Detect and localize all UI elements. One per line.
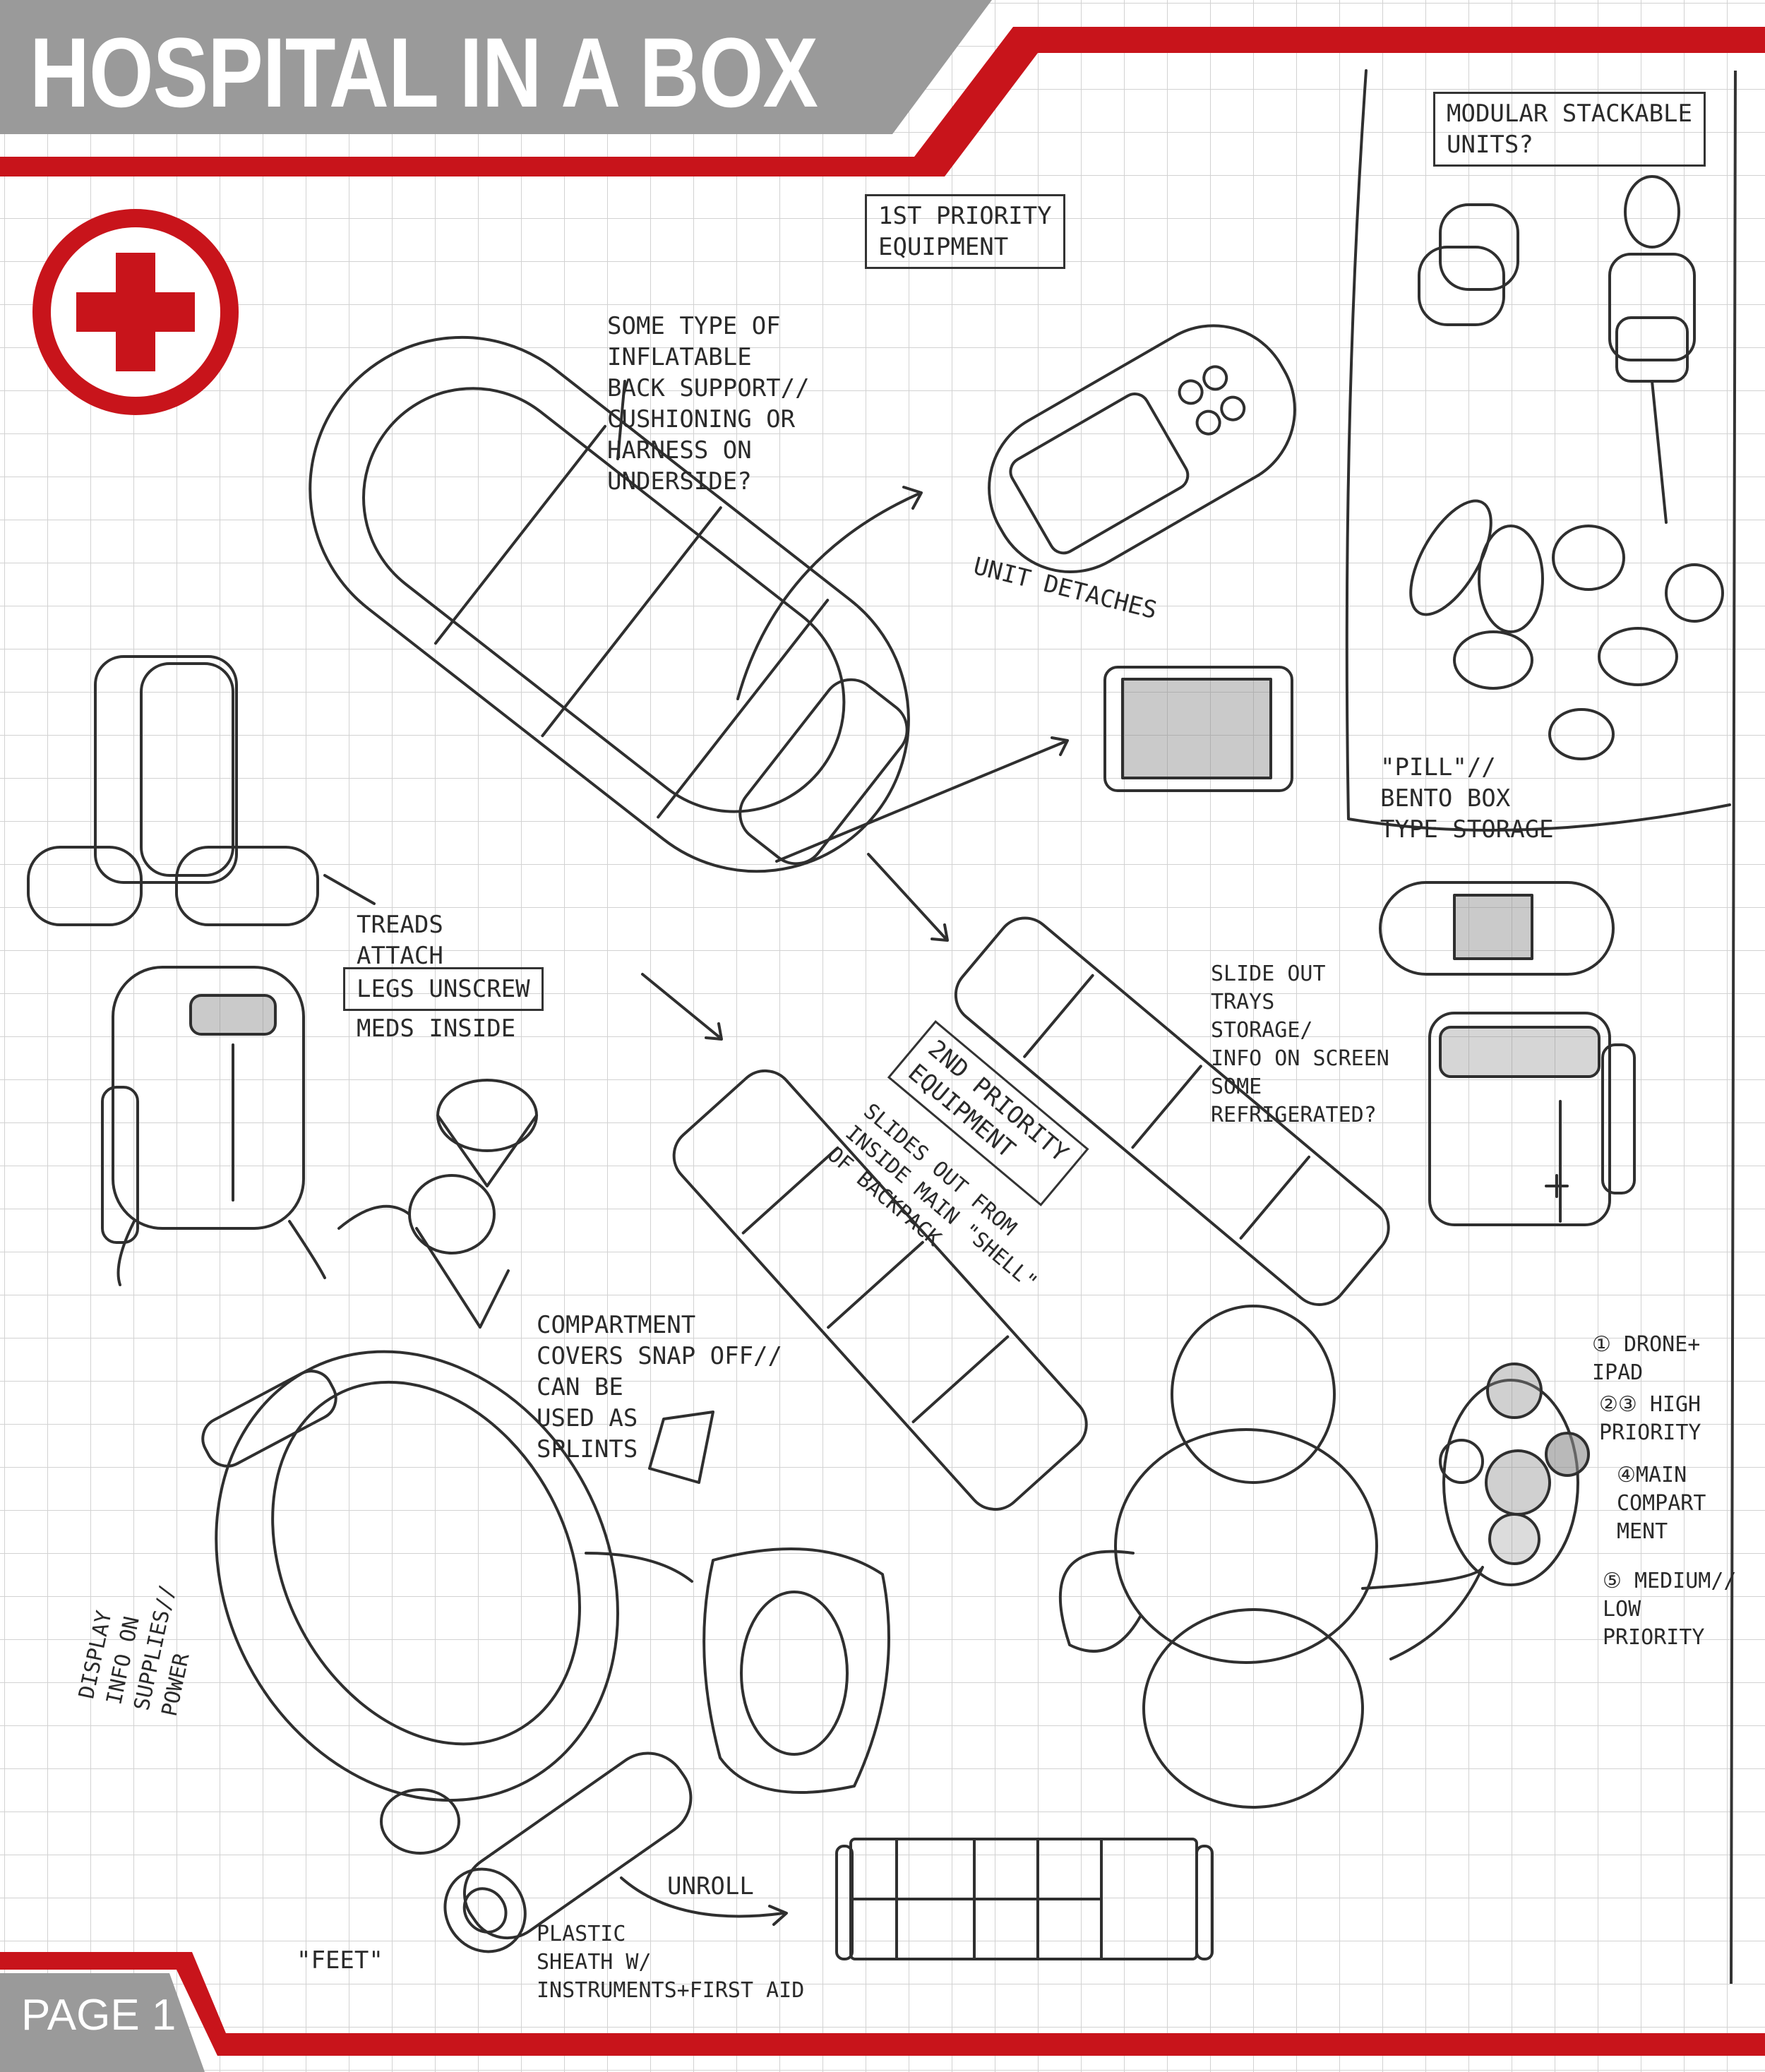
- header-red-stripe: [0, 27, 1765, 176]
- note-meds-inside: MEDS INSIDE: [357, 1014, 516, 1043]
- note-plastic-sheath: PLASTIC SHEATH W/ INSTRUMENTS+FIRST AID: [537, 1922, 805, 2003]
- compartment-covers-sketch: [672, 1069, 1088, 1511]
- notebook-edge-line: [1730, 70, 1737, 1984]
- header-gray-banner: [0, 0, 992, 134]
- detached-unit-sketch: [988, 324, 1296, 573]
- modular-area-outline: [1345, 69, 1731, 832]
- legend-medium-low-priority: ⑤ MEDIUM// LOW PRIORITY: [1603, 1569, 1737, 1650]
- splint-wrap-sketch: [702, 1547, 890, 1794]
- screen-module-sketch: [1103, 666, 1293, 792]
- pill-compartment-legend-sketch: [1439, 1363, 1590, 1586]
- page-title: HOSPITAL IN A BOX: [30, 17, 818, 128]
- note-back-support: SOME TYPE OF INFLATABLE BACK SUPPORT// C…: [607, 312, 810, 496]
- note-pill-bento: "PILL"// BENTO BOX TYPE STORAGE: [1380, 753, 1554, 844]
- second-priority-tray-sketch: [954, 916, 1390, 1306]
- note-feet: "FEET": [297, 1946, 383, 1975]
- page-number-label: PAGE 1: [21, 1991, 176, 2040]
- note-unroll: UNROLL: [667, 1872, 754, 1900]
- backpack-back-view-sketch: [1058, 1305, 1484, 1809]
- oval-tray-sketch: [1379, 881, 1615, 976]
- main-backpack-sketch: [309, 335, 910, 873]
- capsule-backpack-sketch: [201, 1350, 619, 1802]
- bento-storage-sketch: [1409, 499, 1724, 760]
- footer-red-stripe: [0, 1952, 1765, 2056]
- instrument-kit-sketch: [835, 1838, 1214, 1960]
- legend-drone-ipad: ① DRONE+ IPAD: [1592, 1332, 1701, 1385]
- page-tab: [0, 1973, 205, 2072]
- rolled-pouch-sketch: [443, 1751, 693, 1953]
- note-legs-unscrew: LEGS UNSCREW: [343, 967, 544, 1011]
- drawer-unit-sketch: [1428, 1012, 1636, 1226]
- note-compartment-covers: COMPARTMENT COVERS SNAP OFF// CAN BE USE…: [537, 1311, 782, 1463]
- note-modular-stackable: MODULAR STACKABLE UNITS?: [1433, 92, 1706, 167]
- legend-high-priority: ②③ HIGH PRIORITY: [1599, 1392, 1701, 1445]
- legend-main-compartment: ④MAIN COMPART MENT: [1617, 1463, 1706, 1544]
- note-first-priority: 1ST PRIORITY EQUIPMENT: [865, 194, 1065, 269]
- note-treads-attach: TREADS ATTACH: [357, 911, 443, 970]
- annotation-arrows: [323, 380, 1069, 1926]
- legged-backpack-sketch: [27, 655, 326, 1286]
- note-slide-out-trays: SLIDE OUT TRAYS STORAGE/ INFO ON SCREEN …: [1211, 962, 1389, 1127]
